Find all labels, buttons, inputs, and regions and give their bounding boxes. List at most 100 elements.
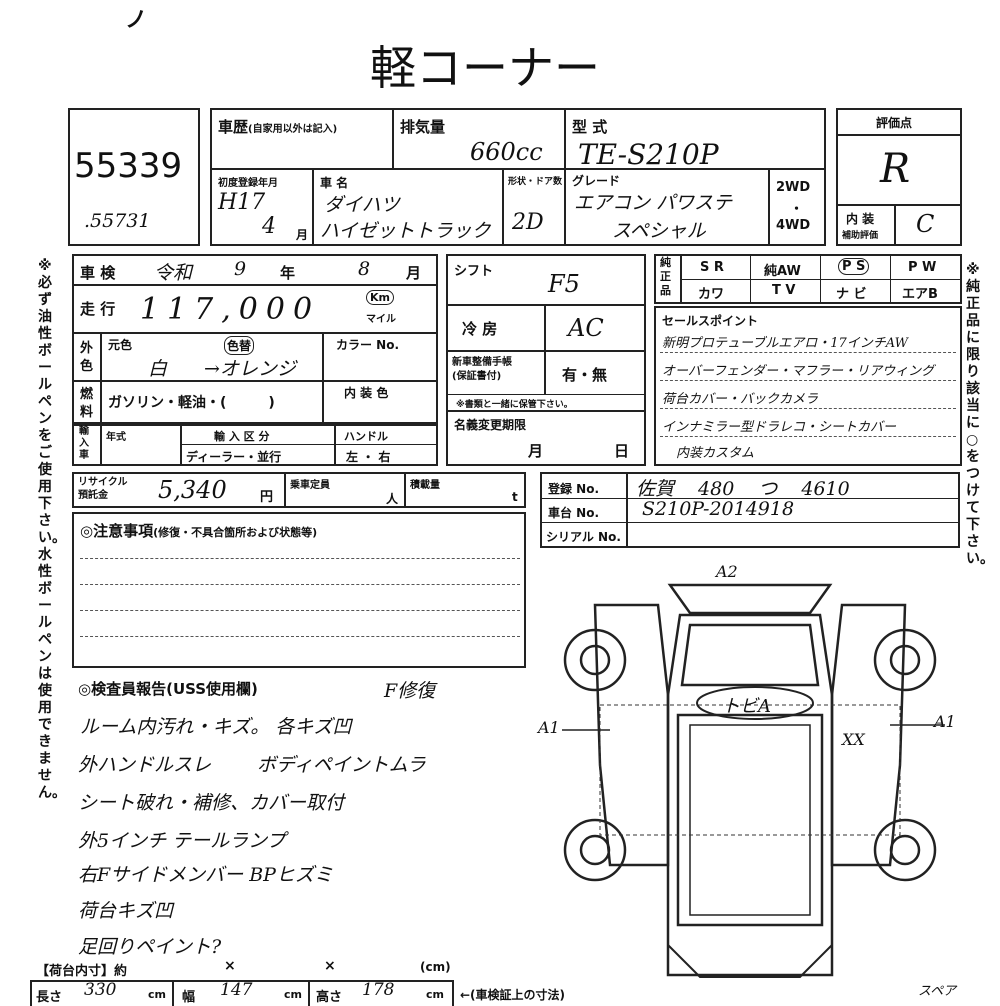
history-label: 車歴(自家用以外は記入) [218,118,338,136]
inspector-header-note: F修復 [384,680,436,702]
capacity-unit: 人 [386,492,399,506]
grade-label: グレード [572,174,621,188]
registration-label: 登録 No. [548,482,600,496]
recycle-unit: 円 [260,490,274,505]
side-note-left: ※必ず油性ボールペンをご使用下さい。水性ボールペンは使用できません。 [38,258,66,801]
interior-score-label2: 補助評価 [842,231,879,241]
side-note-right: ※純正品に限り該当に○をつけて下さい。 [966,262,994,567]
registration-value: 佐賀 480 つ 4610 [636,478,850,500]
warranty-value: 有・無 [562,366,608,384]
equip-airbag: エアB [902,287,938,302]
import-type-label: 輸 入 区 分 [214,430,270,443]
displacement-value: 660cc [470,138,543,166]
car-model: ハイゼットトラック [320,220,491,242]
bed-x1: × [224,958,236,974]
diagram-label-top: A2 [716,562,738,581]
inspector-line-3: シート破れ・補修、カバー取付 [78,792,345,814]
serial-label: シリアル No. [546,530,621,544]
shaken-era: 令和 [154,262,193,284]
equip-ps: P S [838,258,870,275]
equip-leather: カワ [698,287,725,302]
bed-height-label: 高さ [316,990,343,1005]
lot-number-box: 55339 .55731 [68,108,200,246]
bed-width-unit: cm [284,988,302,1001]
car-maker: ダイハツ [324,194,400,216]
vehicle-damage-diagram [562,583,945,978]
notes-box: ◎注意事項(修復・不具合箇所および状態等) [72,512,526,668]
exterior-color-label: 外色 [80,341,94,374]
exterior-orig-label: 元色 [108,338,133,352]
first-reg-year: H17 [218,190,266,215]
import-box: 輸入車 年式 輸 入 区 分 ディーラー・並行 ハンドル 左 ・ 右 [72,424,438,466]
capacity-label: 乗車定員 [290,480,330,491]
equip-sr: S R [700,260,724,275]
recycle-value: 5,340 [158,476,227,504]
shaken-year-unit: 年 [280,264,296,282]
chassis-label: 車台 No. [548,506,600,520]
bed-x2: × [324,958,336,974]
diagram-mark: XX [842,730,865,749]
sales-point-2: オーバーフェンダー・マフラー・リアウィング [662,364,935,379]
diagram-label-bottom-right: スペア [918,984,957,999]
model-code-value: TE-S210P [578,138,719,171]
color-no-label: カラー No. [336,338,400,352]
shape-doors-value: 2D [512,210,544,235]
recycle-box: リサイクル 預託金 5,340 円 乗車定員 人 積載量 t [72,472,526,508]
bed-dims-box: 長さ 330 cm 幅 147 cm 高さ 178 cm [30,980,454,1006]
sales-point-5: 内装カスタム [676,446,755,461]
car-name-label: 車 名 [320,176,349,190]
import-handle-value: 左 ・ 右 [346,450,391,464]
interior-score-value: C [916,210,935,238]
exterior-changed-value: →オレンジ [204,358,296,380]
fuel-value: ガソリン・軽油・( ) [108,395,275,411]
registration-box: 登録 No. 佐賀 480 つ 4610 車台 No. S210P-201491… [540,472,960,548]
ac-value: AC [568,314,604,342]
bed-length: 330 [84,980,117,1000]
equip-tv: T V [772,283,796,298]
interior-score-label1: 内 装 [846,212,875,226]
bed-cm: (cm) [420,960,451,974]
shaken-box: 車 検 令和 9 年 8 月 走 行 117,000 Km マイル 外色 元色 … [72,254,438,424]
sales-point-4: インナミラー型ドラレコ・シートカバー [662,420,897,435]
notes-label: ◎注意事項(修復・不具合箇所および状態等) [80,522,318,540]
load-label: 積載量 [410,480,440,491]
sales-point-3: 荷台カバー・バックカメラ [662,392,819,407]
recycle-label: リサイクル 預託金 [78,477,128,501]
bed-width: 147 [220,980,253,1000]
inspector-label: ◎検査員報告(USS使用欄) [78,680,258,698]
equipment-box: 純正品 S R 純AW P S P W カワ T V ナ ビ エアB [654,254,962,304]
mileage-label: 走 行 [80,300,116,318]
displacement-label: 排気量 [400,118,446,136]
import-label: 輸入車 [79,426,89,461]
drive-2wd: 2WD [776,180,811,195]
corner-mark: ノ [125,8,148,33]
shaken-label: 車 検 [80,264,116,282]
diagram-label-center: トビA [722,696,771,717]
mileage-value: 117,000 [140,292,321,327]
chassis-value: S210P-2014918 [642,498,795,520]
inspector-line-1: ルーム内汚れ・キズ。 各キズ凹 [80,716,352,738]
score-value: R [880,146,911,192]
first-reg-label: 初度登録年月 [218,178,278,189]
inspector-line-7: 足回りペイント? [78,936,222,958]
shift-box: シフト F5 冷 房 AC 新車整備手帳 (保証書付) 有・無 ※書類と一緒に保… [446,254,646,466]
bed-label: 【荷台内寸】約 [36,964,128,979]
sales-points-label: セールスポイント [662,314,759,328]
warranty-note: ※書類と一緒に保管下さい。 [456,400,573,410]
bed-length-unit: cm [148,988,166,1001]
exterior-orig-value: 白 [148,358,168,380]
import-year-label: 年式 [106,432,126,443]
lot-handwritten: .55731 [84,210,151,232]
diagram-label-left: A1 [538,718,560,737]
model-code-label: 型 式 [572,118,608,136]
exterior-changed-label: 色替 [224,336,255,355]
equip-navi: ナ ビ [836,287,867,302]
load-unit: t [512,490,518,504]
shape-doors-label: 形状・ドア数 [508,177,563,187]
fuel-label: 燃料 [80,387,94,420]
equip-aw: 純AW [764,264,801,279]
inspector-line-4: 外5インチ テールランプ [78,830,286,852]
shaken-month-unit: 月 [406,264,422,282]
lot-number: 55339 [74,146,183,186]
shift-value: F5 [548,270,580,298]
